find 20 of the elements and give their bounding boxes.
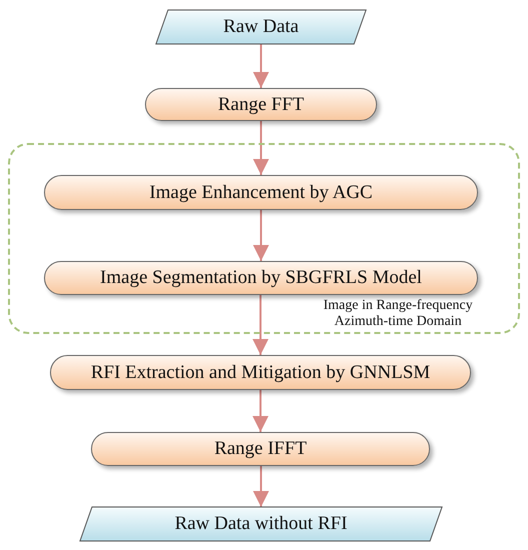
process-box xyxy=(44,175,478,210)
step-label: Range IFFT xyxy=(214,438,307,460)
process-box xyxy=(44,261,478,295)
dashed-group-box xyxy=(8,143,520,334)
process-box xyxy=(50,355,471,390)
arrow xyxy=(252,295,268,355)
group-caption: Image in Range-frequency Azimuth-time Domain xyxy=(322,298,474,330)
arrow xyxy=(253,210,269,261)
process-box xyxy=(145,88,377,121)
process-box xyxy=(91,432,430,466)
step-label: RFI Extraction and Mitigation by GNNLSM xyxy=(90,362,430,384)
arrow xyxy=(252,390,268,432)
step-label: Raw Data xyxy=(223,16,299,38)
step-label: Range FFT xyxy=(218,94,304,116)
step-label: Raw Data without RFI xyxy=(174,513,348,535)
arrow xyxy=(253,44,269,88)
arrow xyxy=(253,466,269,507)
step-label: Image Enhancement by AGC xyxy=(149,182,373,204)
arrow xyxy=(253,121,269,175)
step-label: Image Segmentation by SBGFRLS Model xyxy=(100,267,422,289)
